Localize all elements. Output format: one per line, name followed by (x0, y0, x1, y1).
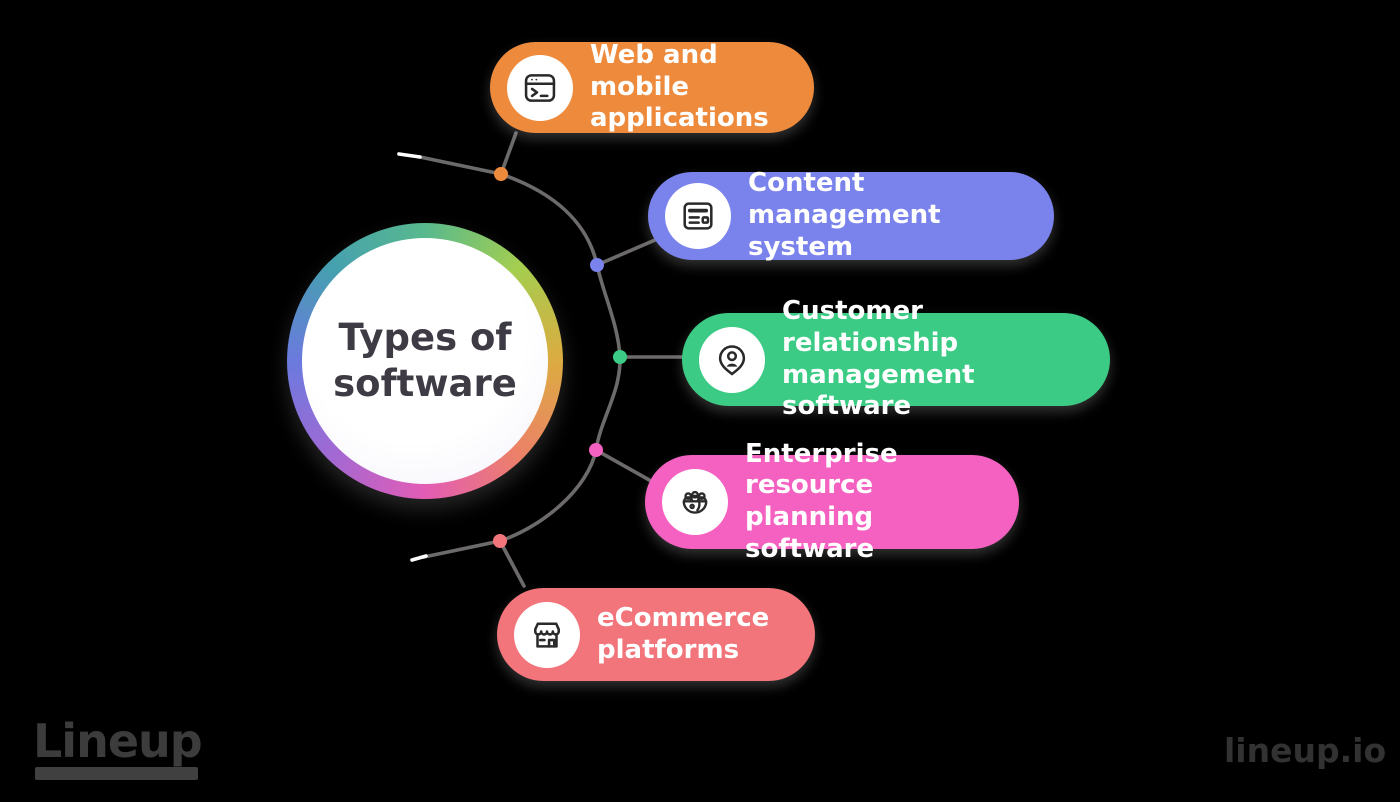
pill-label: Customer relationship management softwar… (782, 296, 975, 422)
icon-badge (665, 183, 731, 249)
branch-dot-customer-relationship-management (613, 350, 627, 364)
left-logo-tagline-bar (35, 767, 198, 780)
user-pin-icon (718, 344, 746, 375)
pill-label: Web and mobile applications (590, 39, 769, 134)
pill-customer-relationship-management: Customer relationship management softwar… (682, 296, 1110, 421)
pill-ecommerce-platforms: eCommerce platforms (497, 588, 815, 681)
team-globe-icon (682, 490, 708, 514)
branch-dot-web-mobile-applications (494, 167, 508, 181)
pill-label: Enterprise resource planning software (745, 438, 898, 564)
branch-dot-enterprise-resource-planning (589, 443, 603, 457)
branch-dot-ecommerce-platforms (493, 534, 507, 548)
diagram-title: Types of software (333, 315, 517, 405)
central-circle: Types of software (287, 223, 563, 499)
article-icon (683, 202, 713, 230)
terminal-window-icon (524, 73, 556, 102)
pill-content-management-system: Content management system (648, 168, 1054, 262)
spine-end-tips (397, 152, 428, 562)
pill-label: Content management system (748, 168, 941, 262)
branch-dot-content-management-system (590, 258, 604, 272)
right-logo-wordmark: lineup.io (1224, 731, 1387, 770)
storefront-icon (534, 621, 560, 648)
central-circle-inner: Types of software (302, 238, 548, 484)
icon-badge (514, 601, 580, 668)
pill-web-mobile-applications: Web and mobile applications (490, 39, 814, 134)
pill-enterprise-resource-planning: Enterprise resource planning software (645, 439, 1019, 564)
icon-badge (699, 326, 765, 393)
icon-badge (662, 469, 728, 535)
left-logo-wordmark: Lineup (33, 714, 203, 768)
icon-badge (507, 54, 573, 121)
pill-label: eCommerce platforms (597, 602, 770, 665)
